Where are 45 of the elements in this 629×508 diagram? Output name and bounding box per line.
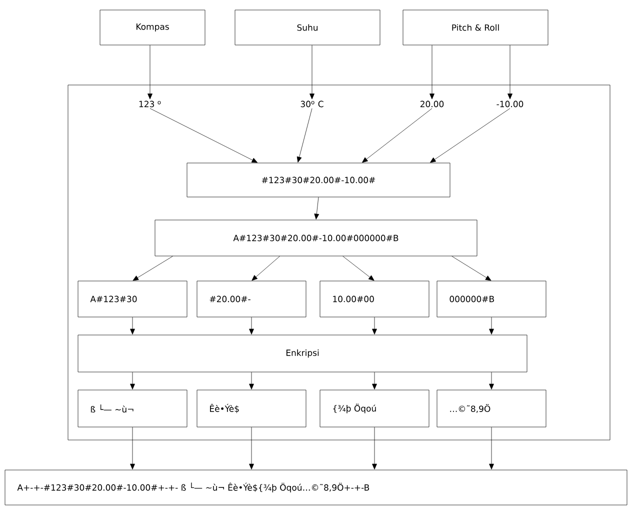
- arrow: [249, 372, 254, 390]
- arrow: [249, 317, 254, 334]
- container-box: [68, 84, 610, 440]
- arrow: [130, 317, 135, 334]
- arrow: [310, 45, 314, 100]
- sensor-box: Pitch & Roll: [402, 10, 548, 46]
- arrow: [130, 372, 135, 390]
- data-box: {¾þ Öqoú: [320, 390, 430, 428]
- arrow: [452, 256, 492, 281]
- value-label: 30$^{o}$ C: [300, 100, 324, 108]
- data-box: ß └— ~ù¬: [78, 390, 188, 428]
- arrow: [252, 256, 280, 281]
- arrow: [132, 256, 173, 281]
- data-box: …©˜8,9Ö: [436, 390, 546, 428]
- sensor-box: Suhu: [234, 10, 380, 46]
- arrow: [249, 427, 254, 470]
- arrow: [372, 427, 377, 470]
- arrow: [489, 427, 494, 470]
- arrow: [296, 108, 312, 162]
- arrow: [130, 427, 135, 470]
- arrow: [314, 197, 320, 220]
- data-box: 000000#B: [436, 280, 546, 318]
- arrow: [342, 256, 374, 281]
- arrow: [372, 372, 377, 390]
- sensor-box: Kompas: [100, 10, 206, 46]
- arrow: [372, 317, 377, 334]
- data-box: Êè•Ýè$: [196, 390, 306, 428]
- data-box: #123#30#20.00#-10.00#: [186, 162, 450, 198]
- process-box: Enkripsi: [78, 334, 528, 372]
- arrow: [150, 108, 258, 163]
- data-box: #20.00#-: [196, 280, 306, 318]
- value-label: 123 $^{o}$: [139, 100, 161, 108]
- arrow: [148, 45, 152, 100]
- arrow: [508, 45, 512, 100]
- arrow: [489, 372, 494, 390]
- value-label: -10.00: [496, 100, 524, 108]
- value-label: 20.00: [420, 100, 444, 108]
- arrow: [430, 108, 510, 163]
- arrow: [489, 317, 494, 334]
- output-box: A+-+-#123#30#20.00#-10.00#+-+- ß └— ~ù¬ Êè•Ýè${¾þ Öqoú…©˜8,9Ö+-+-B: [4, 470, 628, 506]
- data-box: 10.00#00: [320, 280, 430, 318]
- data-box: A#123#30: [78, 280, 188, 318]
- data-box: A#123#30#20.00#-10.00#000000#B: [154, 220, 478, 256]
- arrow: [430, 45, 434, 100]
- arrow: [362, 108, 432, 163]
